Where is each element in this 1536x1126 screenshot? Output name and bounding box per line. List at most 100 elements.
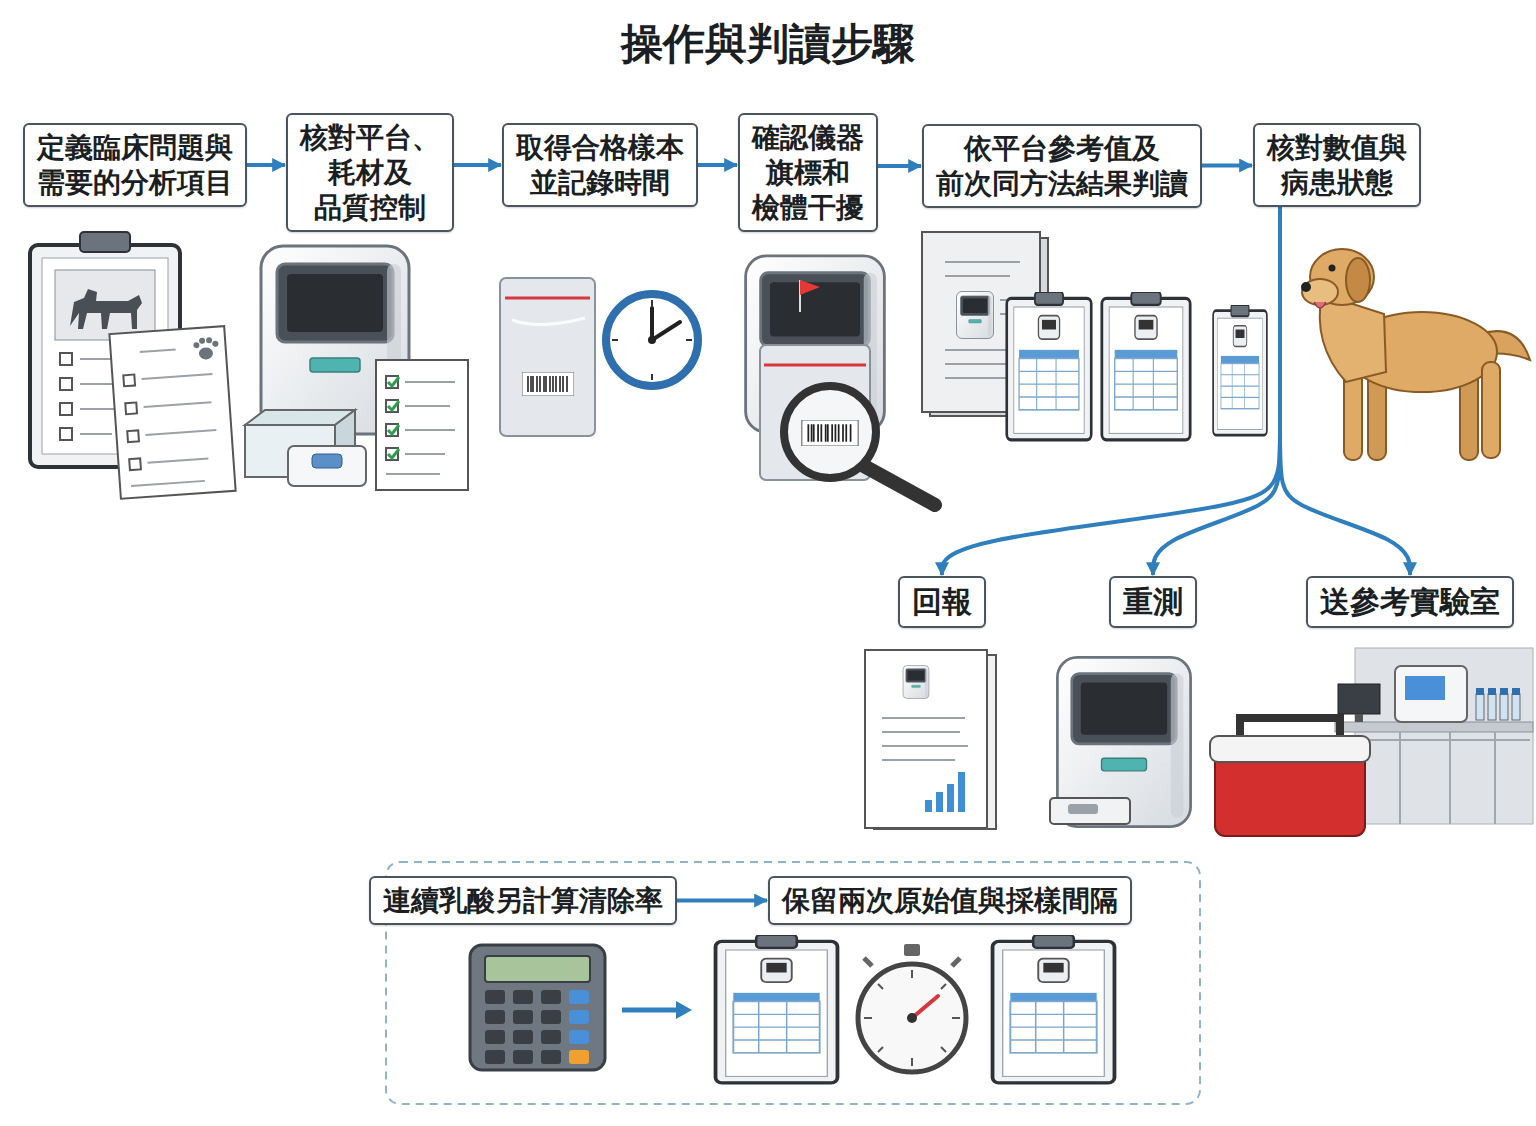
reference-and-previous-results: [1007, 292, 1091, 440]
report-illustration: [947, 784, 954, 812]
lactate-clearance-panel: [485, 990, 589, 1064]
lactate-clearance-panel: [912, 996, 938, 1018]
flow-arrow: [1280, 207, 1410, 575]
patient-check: [1346, 258, 1370, 302]
reference-lab: [1476, 688, 1484, 695]
analyzer-and-qc: [288, 446, 366, 486]
lactate-clearance-panel: [485, 1030, 505, 1044]
reference-lab: [1338, 684, 1380, 714]
reference-lab: [1395, 666, 1467, 722]
analyzer-and-qc: [386, 382, 455, 474]
sample-and-clock: [652, 308, 680, 340]
reference-lab: [1476, 694, 1484, 720]
clinical-question-clipboard: [80, 232, 130, 252]
clinical-question-clipboard: [123, 375, 135, 387]
reference-lab: [1355, 714, 1363, 722]
patient-check: [1302, 279, 1338, 305]
flow-arrow: [942, 207, 1280, 575]
report-illustration: [865, 650, 996, 829]
lactate-clearance-panel: [485, 1010, 505, 1024]
reference-lab: [1210, 648, 1533, 836]
box-label: 定義臨床問題與 需要的分析項目: [37, 130, 233, 200]
box-label: 取得合格樣本 並記錄時間: [516, 130, 684, 200]
lactate-clearance-panel: [541, 1010, 561, 1024]
sample-and-clock: [500, 278, 698, 436]
patient-check: [1301, 282, 1311, 292]
flag-and-interference-check: [864, 466, 935, 505]
analyzer-and-qc: [245, 246, 468, 490]
reference-lab: [1512, 694, 1520, 720]
sample-and-clock: [500, 278, 595, 436]
sample-and-clock: [606, 294, 698, 386]
step-box: 取得合格樣本 並記錄時間: [502, 123, 698, 207]
flag-and-interference-check: [764, 364, 866, 367]
reference-lab: [1335, 722, 1533, 732]
flow-arrow: [878, 164, 921, 168]
box-label: 重測: [1123, 583, 1183, 621]
clinical-question-clipboard: [122, 347, 220, 486]
flow-arrow: [677, 899, 767, 903]
report-illustration: [882, 718, 968, 760]
reference-lab: [1210, 736, 1370, 762]
clinical-question-clipboard: [60, 378, 72, 390]
clinical-question-clipboard: [199, 347, 214, 360]
lactate-clearance-panel: [864, 970, 960, 1066]
patient-check: [1213, 305, 1267, 435]
box-label: 回報: [912, 583, 972, 621]
box-label: 依平台參考值及 前次同方法結果判讀: [936, 131, 1188, 201]
lactate-clearance-panel: [569, 1050, 589, 1064]
lactate-clearance-panel: [513, 990, 533, 1004]
lactate-clearance-panel: [676, 1001, 692, 1019]
clinical-question-clipboard: [55, 270, 155, 340]
report-illustration: [865, 650, 987, 828]
flow-arrow: [1153, 207, 1280, 575]
clinical-question-clipboard: [60, 403, 72, 415]
box-label: 核對平台、 耗材及 品質控制: [300, 120, 440, 225]
flow-arrow: [247, 163, 285, 167]
sample-and-clock: [505, 297, 590, 300]
sample-and-clock: [648, 336, 656, 344]
box-label: 送參考實驗室: [1320, 583, 1500, 621]
lactate-clearance-panel: [569, 990, 589, 1004]
reference-and-previous-results: [957, 292, 994, 339]
sample-and-clock: [512, 318, 585, 325]
clinical-question-clipboard: [109, 326, 235, 499]
step-box: 確認儀器 旗標和 檢體干擾: [738, 113, 878, 232]
step-box: 定義臨床問題與 需要的分析項目: [23, 123, 247, 207]
patient-check: [1213, 249, 1530, 460]
lactate-clearance-panel: [513, 1050, 533, 1064]
outcome-box: 重測: [1109, 576, 1197, 628]
lactate-clearance-panel: [541, 990, 561, 1004]
clinical-question-clipboard: [129, 458, 141, 470]
report-illustration: [925, 772, 965, 812]
reference-lab: [1405, 676, 1445, 700]
patient-check: [1482, 362, 1500, 458]
reference-lab: [1355, 648, 1533, 824]
lactate-clearance-panel: [569, 1030, 589, 1044]
lactate-clearance-panel: [485, 1050, 505, 1064]
clinical-question-clipboard: [109, 326, 235, 499]
lactate-clearance-panel: [513, 1030, 533, 1044]
retest-analyzer: [1068, 804, 1098, 814]
reference-lab: [1476, 688, 1520, 695]
flow-arrow: [1202, 164, 1252, 168]
patient-check: [1314, 302, 1326, 308]
clinical-question-clipboard: [193, 337, 219, 361]
clinical-question-clipboard: [127, 430, 139, 442]
lactate-clearance-panel: [858, 964, 966, 1072]
flow-arrow: [698, 163, 737, 167]
step-box: 核對數值與 病患狀態: [1253, 123, 1421, 207]
reference-lab: [1476, 694, 1520, 720]
outcome-box: 送參考實驗室: [1306, 576, 1514, 628]
lactate-clearance-panel: [993, 935, 1115, 1083]
lactate-clearance-panel: [485, 990, 505, 1004]
flag-and-interference-check: [802, 420, 858, 446]
box-label: 確認儀器 旗標和 檢體干擾: [752, 120, 864, 225]
box-label: 保留兩次原始值與採樣間隔: [782, 883, 1118, 918]
lactate-clearance-panel: [864, 970, 960, 1066]
clinical-question-clipboard: [125, 402, 137, 414]
clinical-question-clipboard: [123, 375, 141, 471]
lactate-clearance-panel: [716, 935, 838, 1083]
retest-analyzer: [1050, 657, 1191, 826]
